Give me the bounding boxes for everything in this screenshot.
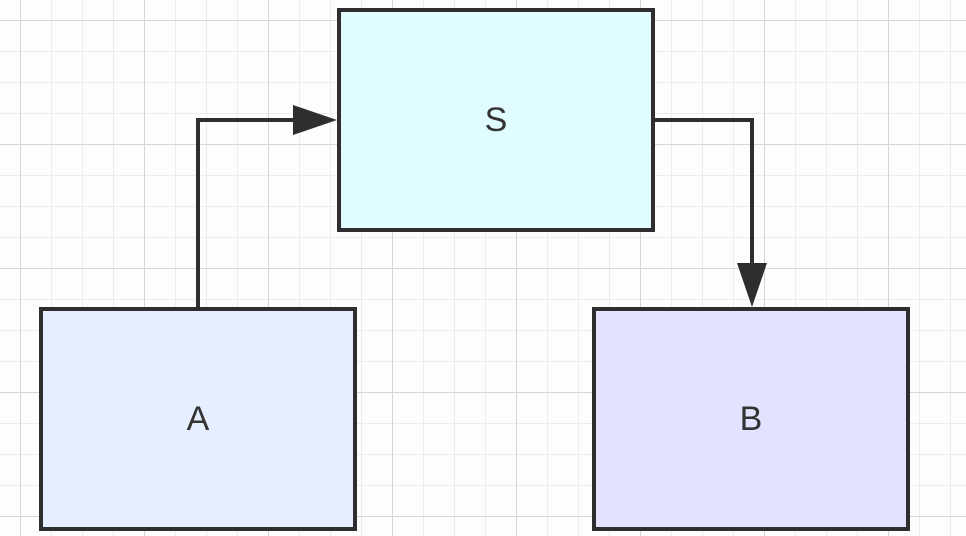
arrowhead-to-b: [737, 263, 767, 307]
node-b-label: B: [739, 399, 763, 438]
edge-s-to-b: [655, 118, 754, 268]
node-a-label: A: [186, 399, 210, 438]
arrowhead-to-s: [293, 105, 337, 135]
node-s-label: S: [484, 100, 508, 139]
edge-a-to-s: [196, 118, 300, 307]
node-b[interactable]: B: [592, 307, 910, 531]
node-a[interactable]: A: [39, 307, 357, 531]
node-s[interactable]: S: [337, 8, 655, 232]
